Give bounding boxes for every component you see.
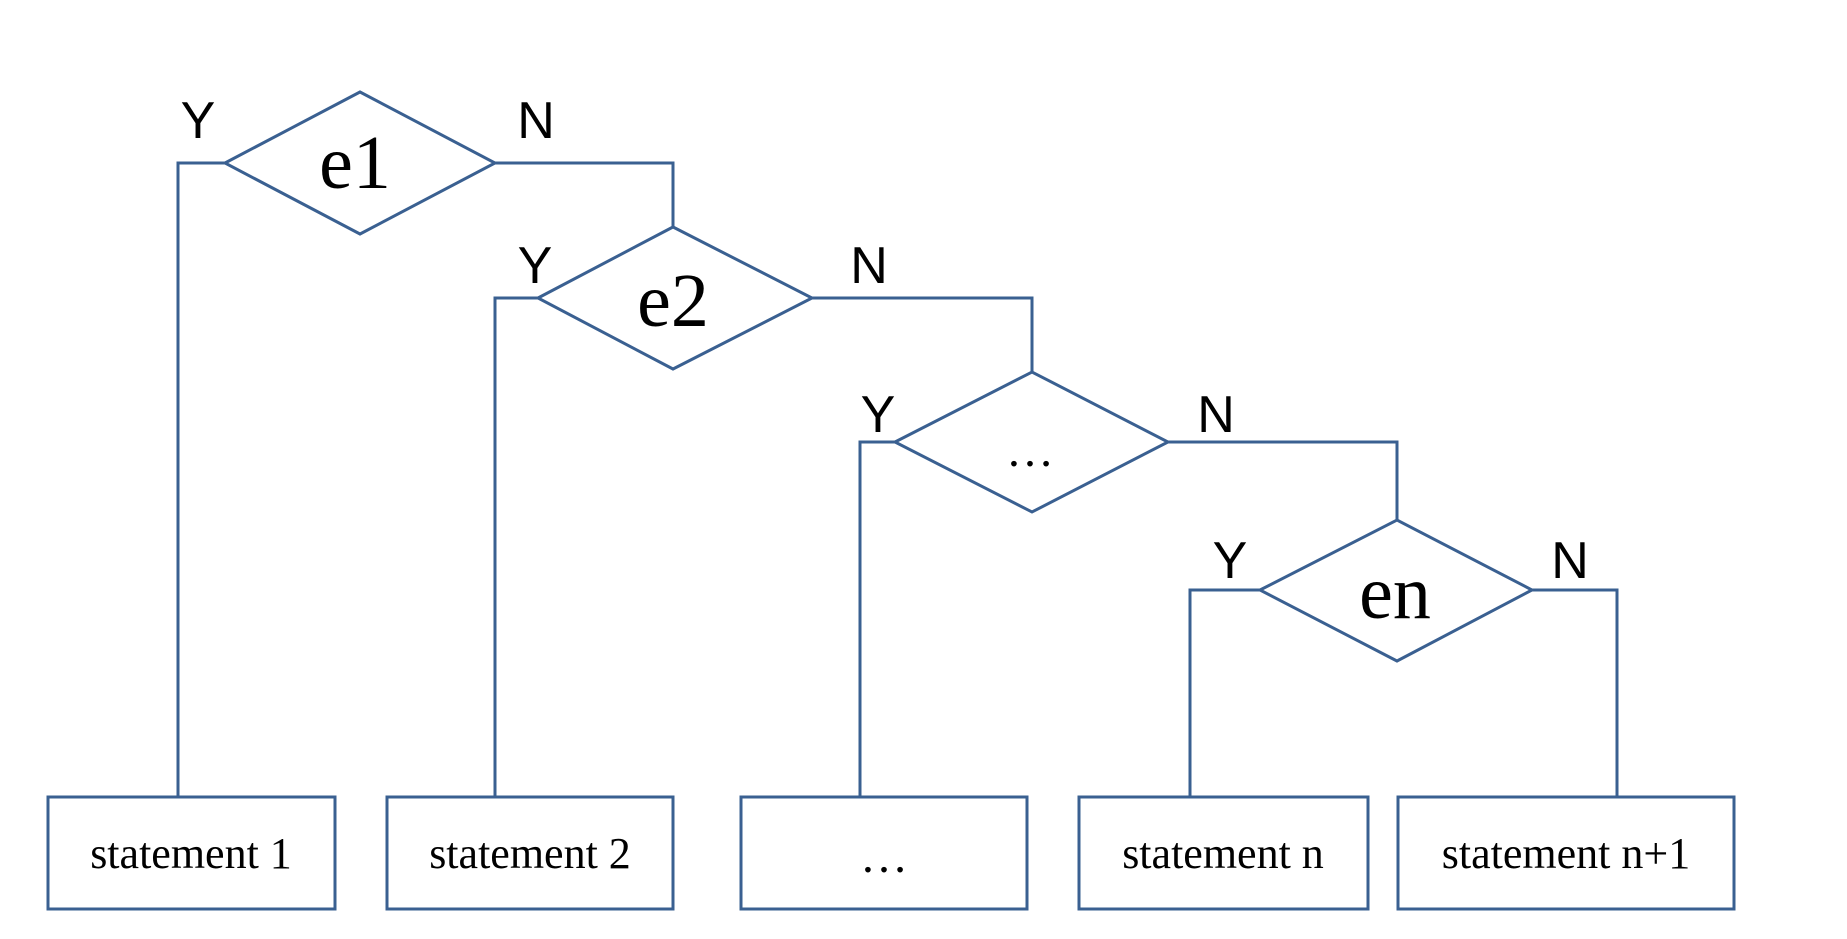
e1-yes-branch bbox=[176, 161, 225, 797]
decision-en-label: en bbox=[1359, 551, 1431, 635]
decision-e1-label: e1 bbox=[319, 121, 391, 205]
e3-yes-label: Y bbox=[861, 386, 896, 444]
decision-e3: … bbox=[891, 370, 1172, 514]
e2-no-label: N bbox=[850, 237, 888, 295]
statement-box-n-plus-1: statement n+1 bbox=[1396, 795, 1736, 911]
e1-yes-label: Y bbox=[181, 92, 216, 150]
decision-e2: e2 bbox=[534, 225, 816, 371]
decision-e2-label: e2 bbox=[637, 259, 709, 343]
statement-box-1: statement 1 bbox=[46, 795, 337, 911]
e2-yes-label: Y bbox=[518, 237, 553, 295]
statement-3-label: … bbox=[860, 830, 908, 883]
e1-no-branch bbox=[495, 161, 675, 227]
e2-yes-branch bbox=[493, 296, 538, 797]
statement-box-2: statement 2 bbox=[385, 795, 675, 911]
decision-en: en bbox=[1256, 518, 1536, 663]
e3-no-branch bbox=[1168, 440, 1399, 520]
statement-n-label: statement n bbox=[1122, 829, 1324, 878]
e3-no-label: N bbox=[1197, 386, 1235, 444]
statement-2-label: statement 2 bbox=[429, 829, 631, 878]
en-no-branch bbox=[1532, 588, 1619, 797]
statement-box-3: … bbox=[739, 795, 1029, 911]
statement-n-plus-1-label: statement n+1 bbox=[1442, 829, 1690, 878]
en-no-label: N bbox=[1551, 532, 1589, 590]
e3-yes-branch bbox=[858, 440, 895, 797]
e2-no-branch bbox=[812, 296, 1034, 372]
en-yes-label: Y bbox=[1213, 532, 1248, 590]
statement-box-n: statement n bbox=[1077, 795, 1370, 911]
decision-e3-label: … bbox=[1006, 424, 1054, 477]
statement-1-label: statement 1 bbox=[90, 829, 292, 878]
e1-no-label: N bbox=[517, 92, 555, 150]
decision-e1: e1 bbox=[221, 90, 499, 236]
en-yes-branch bbox=[1188, 588, 1260, 797]
